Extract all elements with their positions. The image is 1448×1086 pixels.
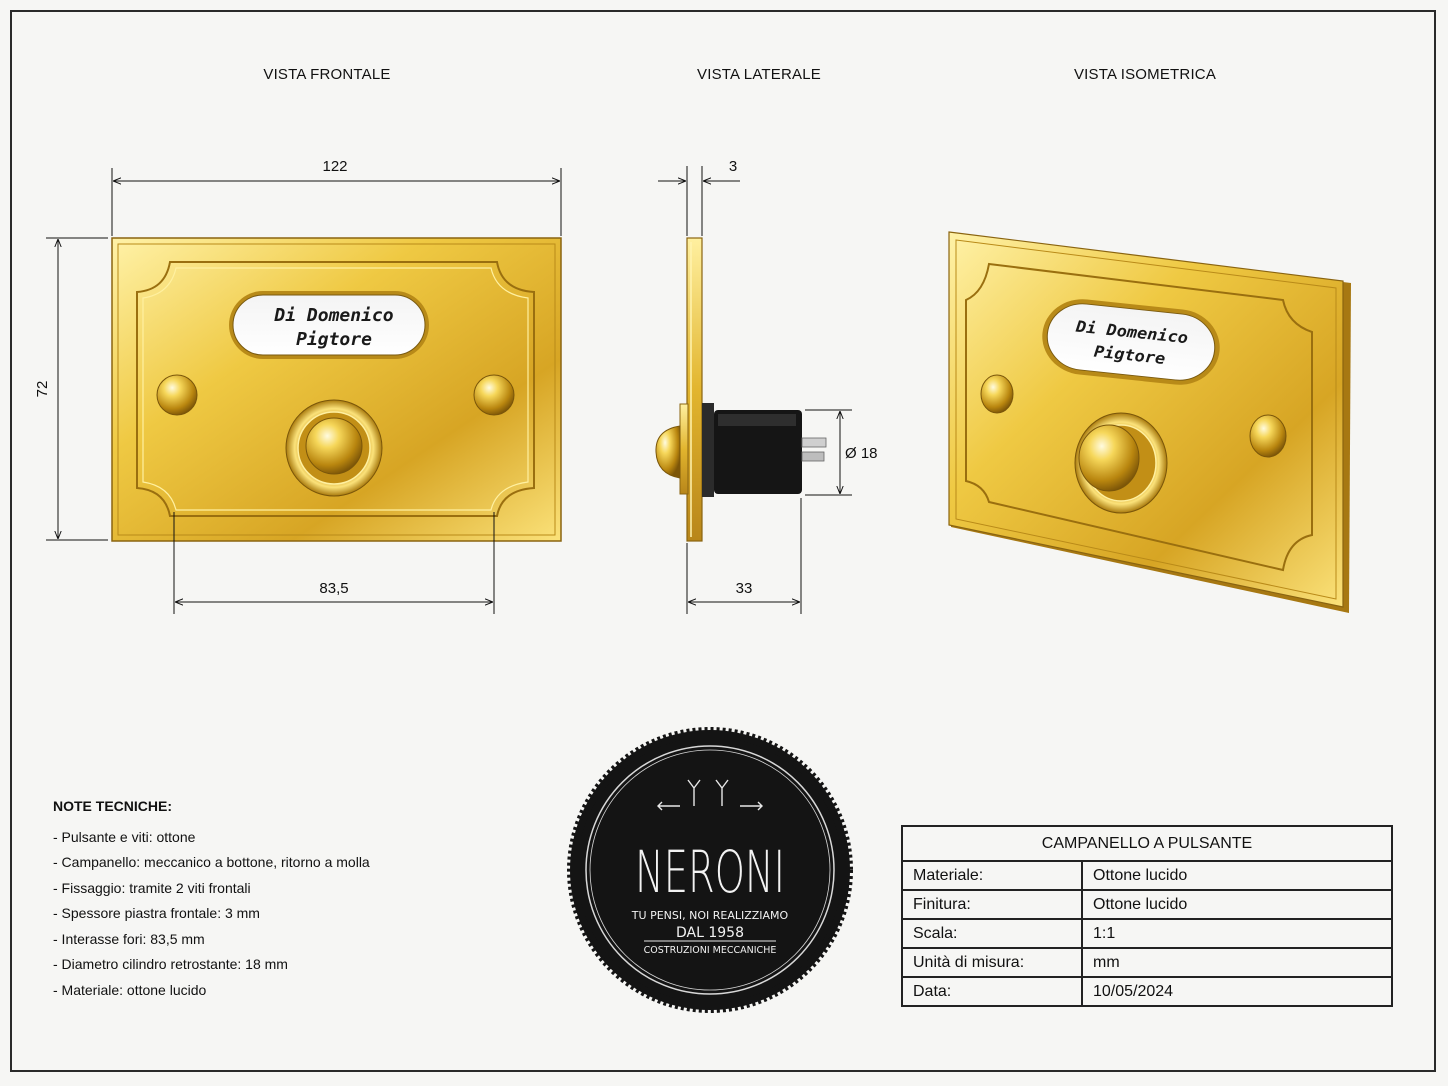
front-push-button — [305, 417, 363, 475]
title-block-header: CAMPANELLO A PULSANTE — [901, 825, 1393, 862]
iso-screw-left — [980, 374, 1014, 414]
title-block-key: Scala: — [901, 918, 1083, 949]
iso-screw-right — [1249, 414, 1287, 458]
dim-depth: 33 — [736, 580, 753, 597]
logo-brand: NERONI — [635, 838, 785, 906]
title-block-value: 10/05/2024 — [1081, 976, 1393, 1007]
title-block-value: Ottone lucido — [1081, 860, 1393, 891]
title-block-row: Materiale:Ottone lucido — [901, 860, 1393, 891]
drawing-frame — [10, 10, 1436, 1072]
logo-tagline: TU PENSI, NOI REALIZZIAMO — [631, 909, 789, 922]
front-nameplate-line2: Pigtore — [296, 329, 372, 350]
logo-since: DAL 1958 — [676, 925, 744, 941]
iso-name-window — [1046, 303, 1216, 381]
note-item: - Campanello: meccanico a bottone, ritor… — [53, 854, 370, 870]
note-item: - Spessore piastra frontale: 3 mm — [53, 905, 260, 921]
side-cylinder — [714, 410, 802, 494]
dim-hole-spacing: 83,5 — [319, 580, 348, 597]
dim-height: 72 — [34, 381, 51, 398]
side-push-button — [655, 425, 681, 479]
logo-subtitle: COSTRUZIONI MECCANICHE — [644, 945, 777, 956]
side-view-title: VISTA LATERALE — [697, 66, 821, 83]
title-block-key: Finitura: — [901, 889, 1083, 920]
dim-plate-thickness: 3 — [729, 158, 737, 175]
note-item: - Pulsante e viti: ottone — [53, 828, 196, 845]
iso-view-title: VISTA ISOMETRICA — [1073, 66, 1217, 83]
side-plate — [686, 237, 703, 542]
dim-width: 122 — [322, 158, 347, 175]
front-name-window — [232, 294, 426, 356]
front-view-title: VISTA FRONTALE — [263, 66, 391, 83]
note-item: - Materiale: ottone lucido — [53, 981, 207, 998]
dim-cylinder-diameter: Ø 18 — [845, 445, 878, 462]
note-item: - Fissaggio: tramite 2 viti frontali — [53, 879, 251, 896]
front-decorative-border — [136, 261, 535, 517]
note-item: - Interasse fori: 83,5 mm — [53, 930, 205, 947]
notes-list: - Pulsante e viti: ottone - Campanello: … — [53, 825, 370, 1004]
front-view: Di Domenico Pigtore — [111, 237, 562, 542]
iso-decorative-border — [965, 262, 1313, 572]
title-block-key: Materiale: — [901, 860, 1083, 891]
title-block-value: 1:1 — [1081, 918, 1393, 949]
title-block-row: Data:10/05/2024 — [901, 976, 1393, 1007]
title-block-value: Ottone lucido — [1081, 889, 1393, 920]
title-block-key: Unità di misura: — [901, 947, 1083, 978]
title-block-row: Unità di misura:mm — [901, 947, 1393, 978]
iso-push-button — [1078, 424, 1140, 492]
iso-view: Di Domenico Pigtore — [948, 231, 1351, 613]
front-nameplate-line1: Di Domenico — [273, 305, 393, 326]
title-block-row: Finitura:Ottone lucido — [901, 889, 1393, 920]
iso-plate — [948, 231, 1344, 608]
side-view — [655, 237, 827, 542]
title-block-key: Data: — [901, 976, 1083, 1007]
neroni-logo: NERONI TU PENSI, NOI REALIZZIAMO DAL 195… — [567, 727, 853, 1013]
logo-tools-icon — [657, 779, 763, 811]
notes-title: NOTE TECNICHE: — [53, 798, 172, 814]
title-block-row: Scala:1:1 — [901, 918, 1393, 949]
front-screw-right — [473, 374, 515, 416]
front-screw-left — [156, 374, 198, 416]
side-dimensions — [658, 166, 852, 614]
technical-notes: NOTE TECNICHE: - Pulsante e viti: ottone… — [53, 794, 370, 1003]
title-block-value: mm — [1081, 947, 1393, 978]
title-block: CAMPANELLO A PULSANTE Materiale:Ottone l… — [901, 825, 1393, 1007]
front-dimensions — [46, 168, 562, 614]
note-item: - Diametro cilindro retrostante: 18 mm — [53, 956, 288, 972]
